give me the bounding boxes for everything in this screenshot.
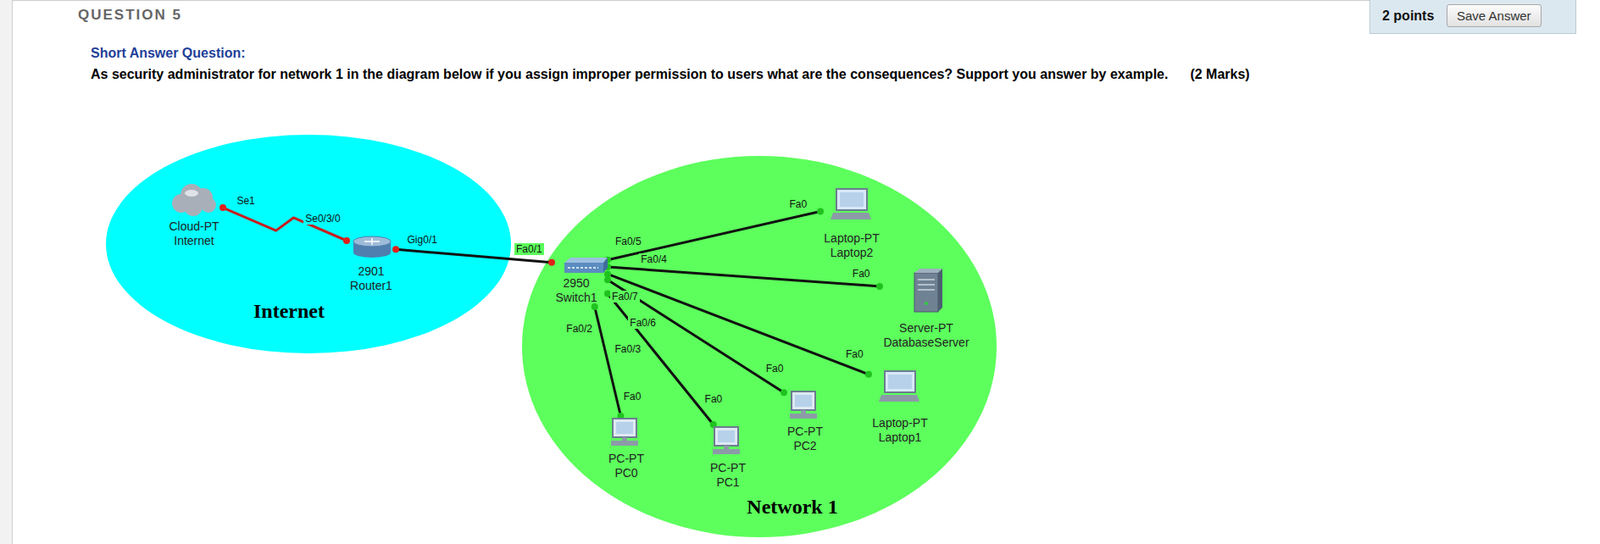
port-light	[876, 283, 884, 290]
device-node: 2901 Router1	[346, 233, 396, 295]
top-rule	[12, 0, 1370, 1]
port-label: Fa0/2	[564, 322, 595, 335]
port-label: Fa0/1	[514, 243, 545, 256]
device-node: Laptop-PT Laptop2	[820, 186, 884, 262]
port-light	[219, 204, 227, 212]
port-label: Fa0/6	[627, 316, 658, 329]
network-link	[591, 303, 625, 420]
port-label: Fa0	[787, 198, 809, 211]
ethernet-link-line	[607, 279, 784, 393]
device-node: PC-PT PC0	[605, 416, 648, 483]
region-ellipse: Internet Cloud-PT Internet 2901 Router1	[105, 133, 512, 355]
question-type: Short Answer Question:	[90, 45, 246, 62]
question-text: As security administrator for network 1 …	[90, 66, 1250, 84]
save-button: Save Answer	[1446, 4, 1542, 28]
port-light	[780, 388, 788, 396]
port-light	[392, 245, 400, 253]
device-label: 2950 Switch1	[553, 276, 600, 306]
device-label: Server-PT DatabaseServer	[881, 321, 972, 350]
region-title: Network 1	[746, 495, 838, 519]
port-light	[591, 303, 599, 311]
device-node: PC-PT PC1	[706, 424, 750, 492]
ethernet-link-line	[594, 306, 622, 417]
port-label: Se0/3/0	[303, 212, 342, 225]
port-label: Gig0/1	[405, 233, 439, 246]
network-link	[604, 207, 824, 263]
question-body: As security administrator for network 1 …	[90, 66, 1168, 82]
port-light	[343, 237, 350, 245]
ethernet-link-line	[607, 293, 714, 425]
port-light	[604, 263, 612, 271]
port-light	[816, 207, 824, 215]
port-label: Fa0	[703, 393, 725, 406]
port-light	[604, 256, 612, 264]
device-label: Cloud-PT Internet	[166, 219, 222, 249]
network-link	[604, 276, 788, 396]
device-node: Server-PT DatabaseServer	[879, 266, 973, 352]
port-label: Fa0	[850, 267, 873, 280]
region-fill	[522, 155, 997, 538]
port-light	[548, 259, 556, 267]
port-label: Fa0	[622, 390, 644, 403]
device-label: PC-PT PC2	[785, 424, 825, 454]
network-link	[219, 204, 350, 245]
port-label: Fa0/3	[612, 343, 643, 356]
device-label: PC-PT PC0	[606, 451, 646, 481]
device-label: Laptop-PT Laptop2	[822, 231, 882, 261]
port-light	[604, 270, 612, 278]
region-title: Internet	[253, 300, 325, 323]
device-node: Laptop-PT Laptop1	[868, 368, 932, 447]
serial-link-line	[222, 207, 347, 241]
port-light	[616, 412, 624, 420]
region-fill	[105, 134, 512, 354]
network-link	[604, 263, 884, 290]
device-node: Cloud-PT Internet	[165, 183, 223, 250]
port-light	[710, 421, 717, 428]
device-node: PC-PT PC2	[783, 388, 827, 456]
question-number: QUESTION 5	[77, 6, 183, 24]
network-link	[604, 289, 717, 428]
page-margin	[0, 0, 13, 544]
ethernet-link-line	[607, 266, 880, 287]
port-light	[604, 276, 612, 284]
marks-note: (2 Marks)	[1189, 66, 1250, 82]
port-label: Fa0/4	[638, 253, 669, 266]
port-label: Fa0	[764, 362, 786, 375]
ethernet-link-line	[607, 273, 869, 374]
device-node: 2950 Switch1	[551, 255, 608, 307]
device-label: Laptop-PT Laptop1	[870, 416, 930, 445]
port-light	[865, 371, 873, 378]
points-value: 2 points	[1382, 8, 1434, 24]
network-link	[604, 270, 873, 378]
region-ellipse: Network 1 2950 Switch1 Laptop-PT Laptop2Se…	[521, 155, 998, 539]
port-label: Fa0	[844, 348, 866, 361]
port-label: Fa0/7	[610, 290, 640, 303]
port-label: Fa0/5	[613, 235, 644, 248]
device-label: 2901 Router1	[348, 264, 395, 294]
device-label: PC-PT PC1	[708, 461, 748, 490]
port-label: Se1	[234, 194, 256, 207]
